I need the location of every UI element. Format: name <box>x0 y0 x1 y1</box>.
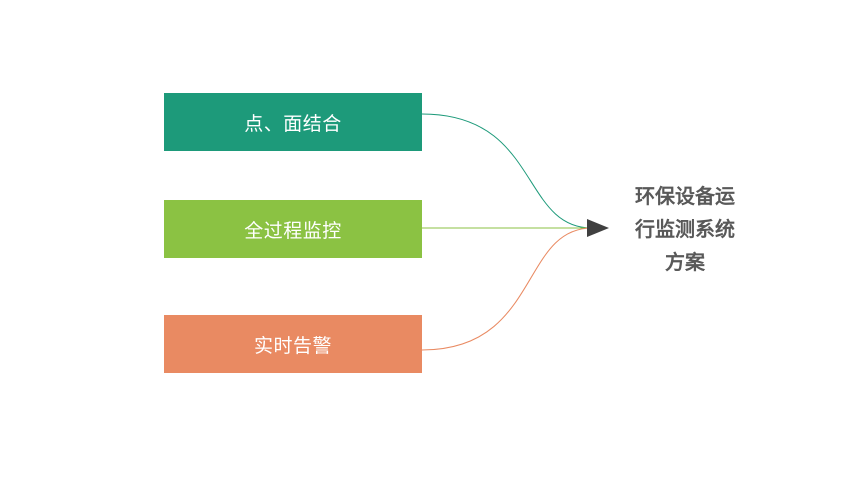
source-box-3: 实时告警 <box>164 315 422 373</box>
source-box-1: 点、面结合 <box>164 93 422 151</box>
source-box-2: 全过程监控 <box>164 200 422 258</box>
source-label: 点、面结合 <box>244 112 342 135</box>
target-line-1: 环保设备运 <box>635 184 735 208</box>
connector-curve-3 <box>421 227 593 351</box>
target-label: 环保设备运 行监测系统 方案 <box>620 180 750 279</box>
target-line-3: 方案 <box>665 250 705 274</box>
arrow-head <box>587 219 609 237</box>
target-line-2: 行监测系统 <box>635 217 735 241</box>
connector-curve-1 <box>421 113 593 229</box>
source-label: 全过程监控 <box>244 219 342 242</box>
source-label: 实时告警 <box>253 334 332 357</box>
